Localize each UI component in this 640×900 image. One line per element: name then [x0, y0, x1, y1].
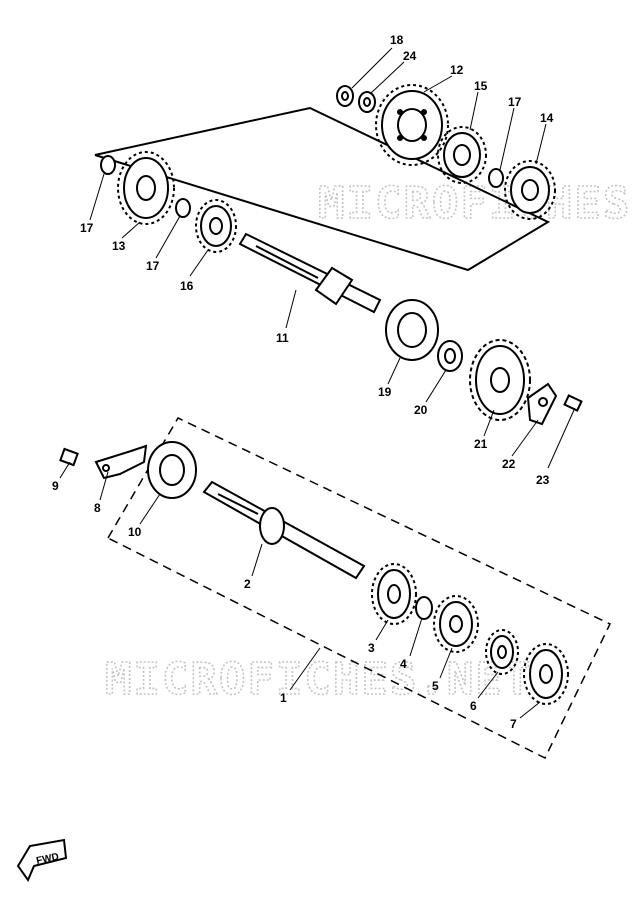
label-10: 10 [128, 525, 142, 539]
label-1: 1 [280, 691, 287, 705]
label-16: 16 [180, 279, 194, 293]
part-10-bearing[interactable] [147, 441, 197, 499]
part-2-axle[interactable] [202, 480, 366, 580]
part-labels: 18 24 12 15 17 14 17 13 17 16 11 19 20 2… [52, 33, 554, 731]
label-22: 22 [502, 457, 516, 471]
label-13: 13 [112, 239, 126, 253]
leader-lines [59, 47, 575, 719]
part-20-collar[interactable] [437, 340, 463, 372]
part-16-gear[interactable] [195, 199, 237, 253]
part-18-nut[interactable] [336, 85, 354, 107]
part-12-gear[interactable] [375, 84, 449, 166]
part-6-gear[interactable] [485, 629, 519, 675]
label-9: 9 [52, 479, 59, 493]
fwd-label: FWD [35, 851, 60, 866]
label-3: 3 [368, 641, 375, 655]
part-13-gear[interactable] [117, 151, 175, 225]
part-15-gear[interactable] [437, 126, 487, 184]
part-23-bolt[interactable] [563, 394, 583, 412]
part-21-sprocket[interactable] [469, 339, 531, 421]
part-17-washer-middle[interactable] [175, 198, 191, 218]
part-24-washer[interactable] [358, 91, 376, 113]
part-8-bracket[interactable] [94, 444, 148, 480]
part-11-shaft[interactable] [238, 232, 382, 314]
label-18: 18 [390, 33, 404, 47]
label-24: 24 [403, 49, 417, 63]
upper-group-outline [94, 106, 551, 272]
part-22-lock-plate[interactable] [526, 382, 558, 426]
watermark-bottom: MICROFICHES.NET [105, 654, 532, 705]
part-4-washer[interactable] [415, 596, 433, 620]
part-7-gear[interactable] [523, 643, 569, 705]
label-14: 14 [540, 111, 554, 125]
label-8: 8 [94, 501, 101, 515]
label-15: 15 [474, 79, 488, 93]
label-5: 5 [432, 679, 439, 693]
label-7: 7 [510, 717, 517, 731]
watermark-top: MICROFICHES.NET [318, 178, 640, 229]
label-17-top: 17 [508, 95, 522, 109]
fwd-arrow-icon: FWD [16, 838, 68, 883]
label-20: 20 [414, 403, 428, 417]
part-17-washer-left[interactable] [100, 155, 116, 175]
label-2: 2 [244, 577, 251, 591]
part-17-washer-right[interactable] [488, 168, 504, 188]
part-9-bolt[interactable] [59, 447, 79, 467]
part-3-gear[interactable] [371, 563, 417, 625]
part-14-gear[interactable] [504, 160, 556, 220]
label-6: 6 [470, 699, 477, 713]
label-4: 4 [400, 657, 407, 671]
label-17-left: 17 [80, 221, 94, 235]
label-17-middle: 17 [146, 259, 160, 273]
label-19: 19 [378, 385, 392, 399]
label-21: 21 [474, 437, 488, 451]
label-23: 23 [536, 473, 550, 487]
part-5-gear[interactable] [433, 595, 479, 653]
label-12: 12 [450, 63, 464, 77]
part-19-bearing[interactable] [385, 299, 439, 361]
label-11: 11 [276, 331, 289, 345]
